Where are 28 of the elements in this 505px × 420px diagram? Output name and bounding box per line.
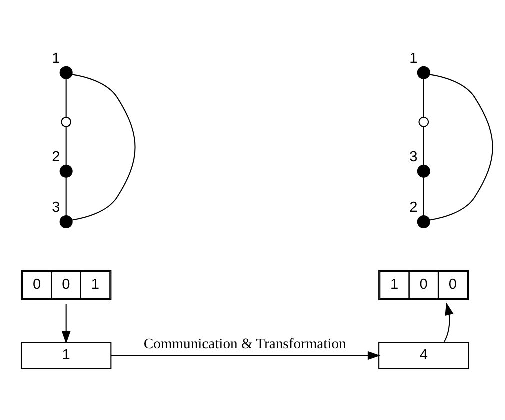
connector <box>65 178 66 216</box>
connector <box>65 78 66 118</box>
node-dot <box>416 215 430 229</box>
node-circle <box>418 116 429 128</box>
node-label: 2 <box>52 149 60 166</box>
node-label: 1 <box>52 50 60 67</box>
node-box: 1 <box>20 342 112 370</box>
arrow <box>443 302 454 343</box>
connector <box>72 74 136 221</box>
node-dot <box>416 164 430 178</box>
node-label: 3 <box>409 149 418 166</box>
connector <box>422 78 424 118</box>
node-box: 4 <box>378 342 469 370</box>
node-dot <box>59 215 72 229</box>
node-dot <box>59 164 72 178</box>
connector <box>65 126 66 166</box>
connector <box>422 178 424 216</box>
connector <box>422 126 424 166</box>
node-label: 2 <box>409 200 418 216</box>
node-dot <box>416 66 430 80</box>
connector <box>429 74 493 221</box>
node-label: 1 <box>409 50 418 67</box>
node-circle <box>60 116 72 128</box>
node-label: 3 <box>52 200 60 216</box>
edge-label: Communication & Transformation <box>143 336 346 353</box>
arrow <box>61 304 70 344</box>
node-dot <box>59 66 72 80</box>
arrow <box>110 351 380 360</box>
